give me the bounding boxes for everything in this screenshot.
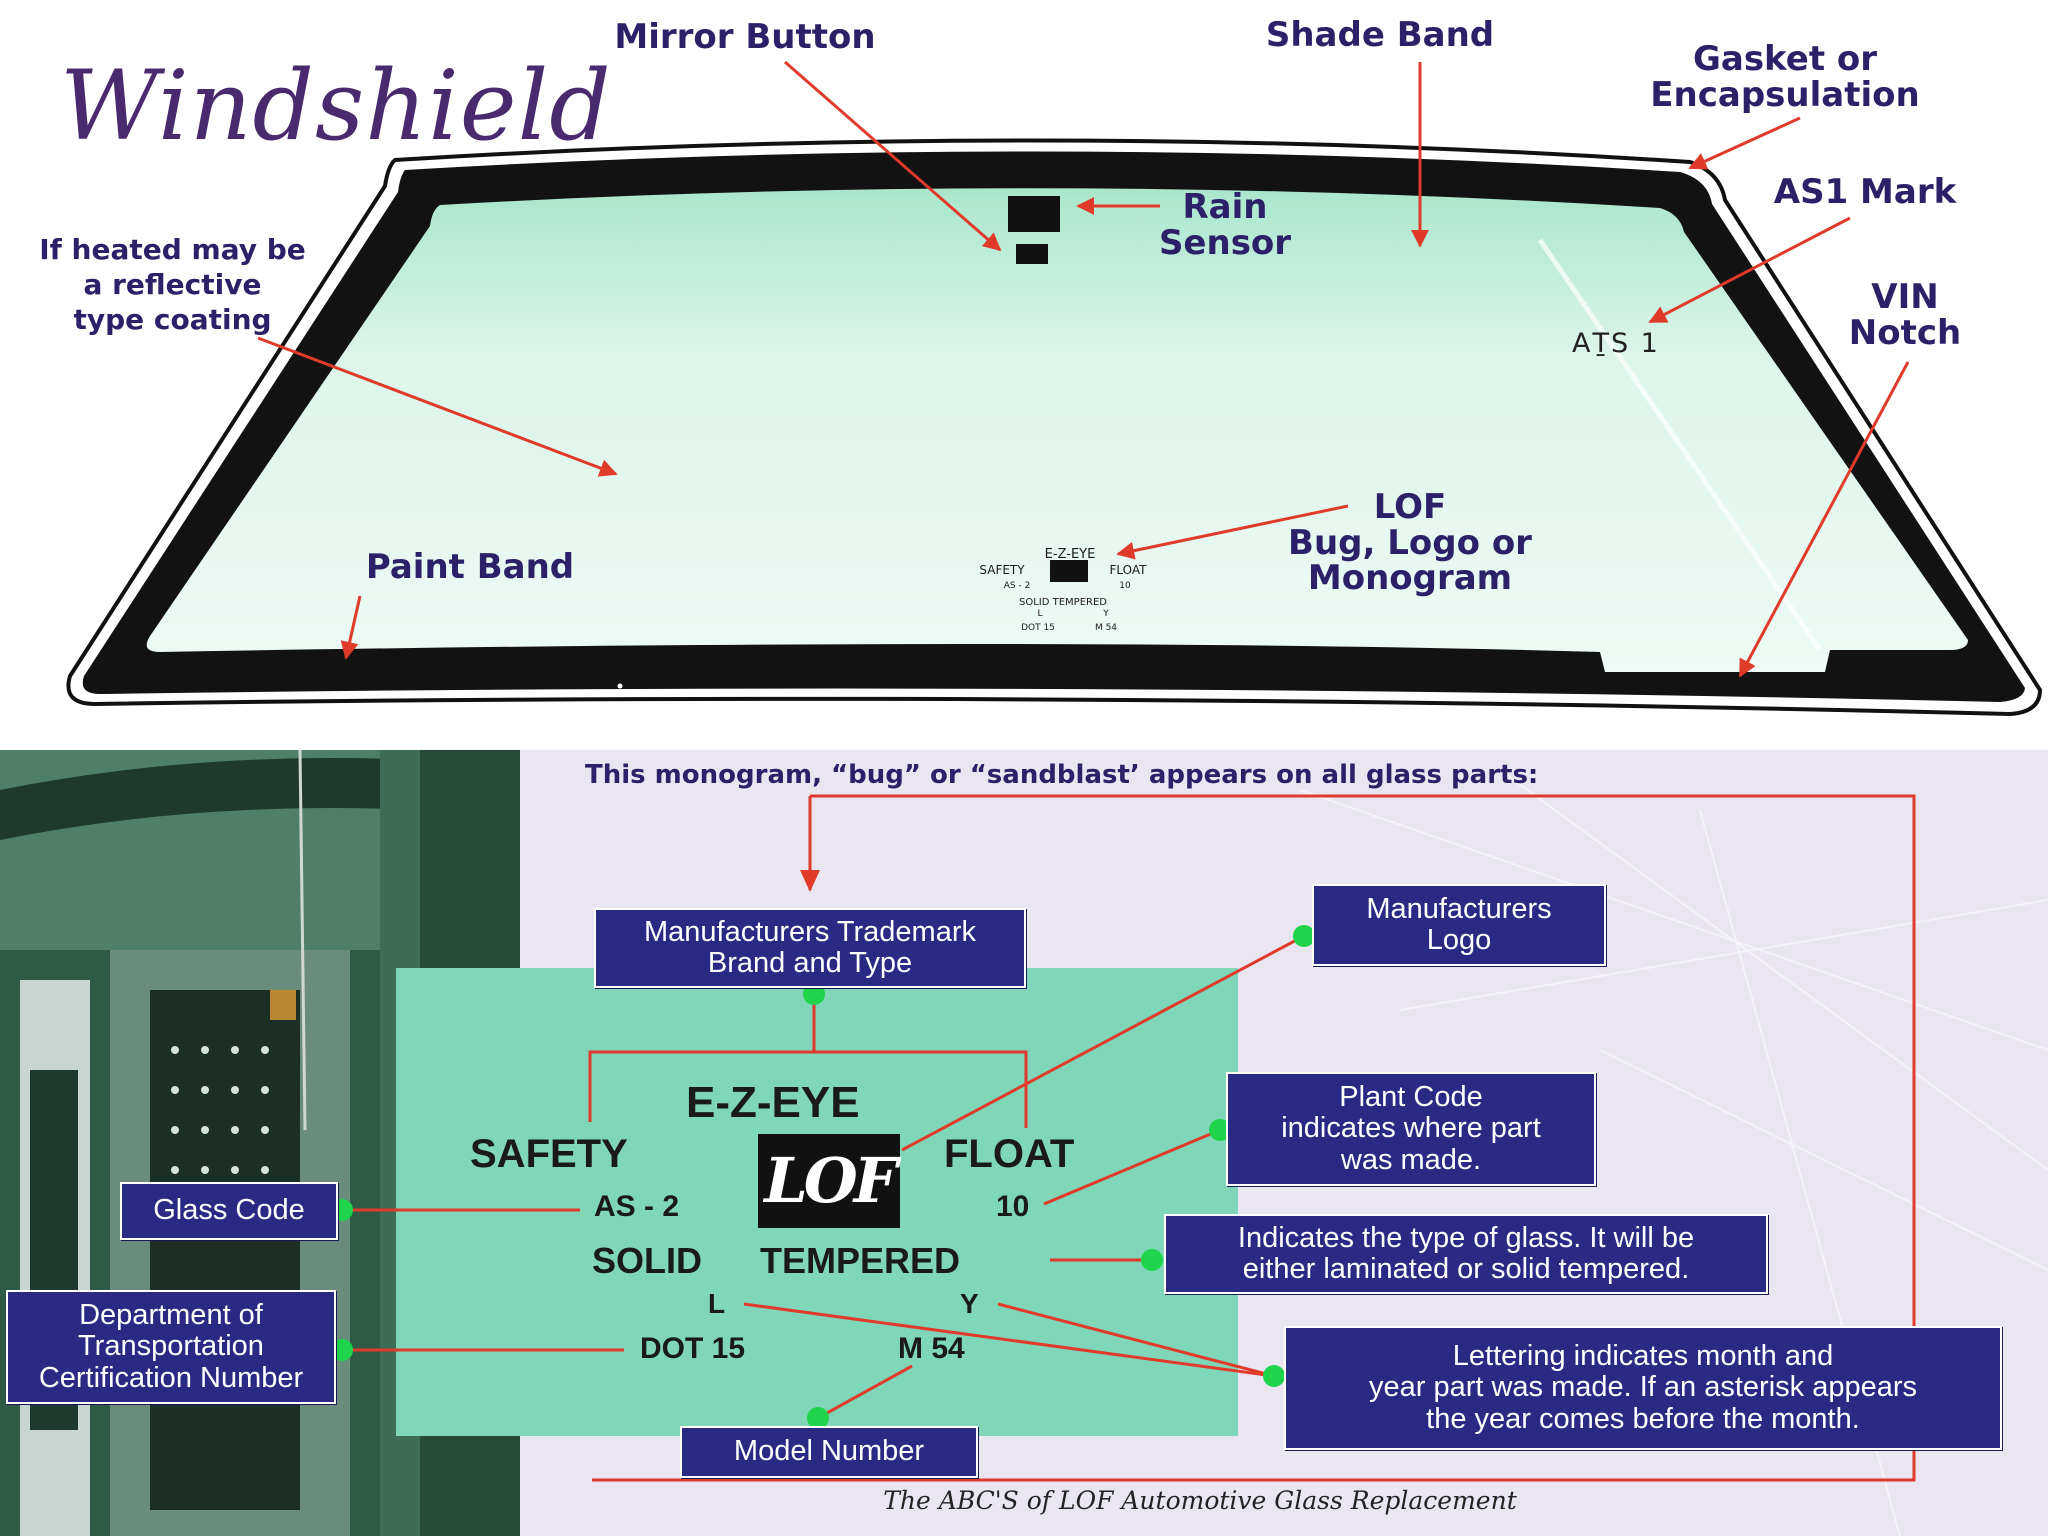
label-heated: If heated may be a reflective type coati… (39, 233, 306, 336)
label-paint-band: Paint Band (365, 547, 575, 587)
monogram-diagram: This monogram, “bug” or “sandblast’ appe… (0, 750, 2048, 1536)
as1-mark-text: AṮS 1 (1572, 328, 1660, 359)
label-mirror-button: Mirror Button (614, 17, 876, 57)
windshield-drawing (66, 60, 2043, 717)
box-trademark: Manufacturers Trademark Brand and Type (594, 908, 1026, 988)
rain-sensor (1008, 196, 1060, 232)
monogram-heading: This monogram, “bug” or “sandblast’ appe… (585, 760, 1539, 790)
box-model-number: Model Number (680, 1426, 978, 1478)
etch-solid: SOLID TEMPERED (1019, 597, 1107, 608)
background-photo (0, 750, 2048, 1536)
label-lof-bug: LOF Bug, Logo or Monogram (1288, 487, 1532, 599)
glass-area (146, 188, 1969, 672)
mono-l: L (708, 1288, 726, 1319)
windshield-diagram: Windshield Mirror Button Shade Band Gask… (0, 0, 2048, 750)
label-rain-sensor: Rain Sensor (1158, 187, 1292, 263)
etched-bug: E-Z-EYE SAFETY FLOAT AS - 2 10 SOLID TEM… (968, 546, 1168, 638)
label-as1-mark: AS1 Mark (1773, 172, 1957, 212)
etch-l: L (1037, 609, 1043, 619)
mono-as2: AS - 2 (594, 1190, 680, 1223)
mono-solid: SOLID (592, 1240, 703, 1281)
caption: The ABC'S of LOF Automotive Glass Replac… (883, 1486, 1517, 1515)
mono-logo: LOF (764, 1144, 898, 1217)
mono-dot: DOT 15 (640, 1332, 746, 1365)
mono-ezeye: E-Z-EYE (686, 1078, 860, 1127)
etch-as2: AS - 2 (1003, 581, 1031, 591)
mono-m: M 54 (898, 1332, 965, 1365)
lof-logo-block (758, 1134, 900, 1228)
label-vin-notch: VIN Notch (1848, 277, 1962, 353)
etch-float: FLOAT (1109, 563, 1147, 577)
label-gasket: Gasket or Encapsulation (1650, 39, 1920, 115)
box-lettering: Lettering indicates month and year part … (1284, 1326, 2002, 1450)
mono-y: Y (960, 1288, 979, 1319)
box-dot-cert: Department of Transportation Certificati… (6, 1290, 336, 1404)
page-title: Windshield (60, 50, 612, 162)
etch-logo (1050, 560, 1088, 582)
callout-arrows (257, 60, 1910, 678)
label-shade-band: Shade Band (1265, 15, 1495, 55)
etch-safety: SAFETY (979, 563, 1025, 577)
etch-y: Y (1103, 609, 1109, 619)
etch-ezeye: E-Z-EYE (1044, 547, 1096, 562)
box-manufacturers-logo: Manufacturers Logo (1312, 884, 1606, 966)
etch-m: M 54 (1094, 623, 1118, 633)
box-glass-code: Glass Code (120, 1182, 338, 1240)
mono-tempered: TEMPERED (760, 1240, 961, 1281)
mono-float: FLOAT (944, 1132, 1075, 1176)
etch-ten: 10 (1119, 581, 1131, 591)
mirror-button (1016, 244, 1048, 264)
mono-safety: SAFETY (470, 1132, 628, 1176)
etch-dot: DOT 15 (1021, 623, 1055, 633)
mono-ten: 10 (996, 1190, 1030, 1223)
box-glass-type: Indicates the type of glass. It will be … (1164, 1214, 1768, 1294)
box-plant-code: Plant Code indicates where part was made… (1226, 1072, 1596, 1186)
